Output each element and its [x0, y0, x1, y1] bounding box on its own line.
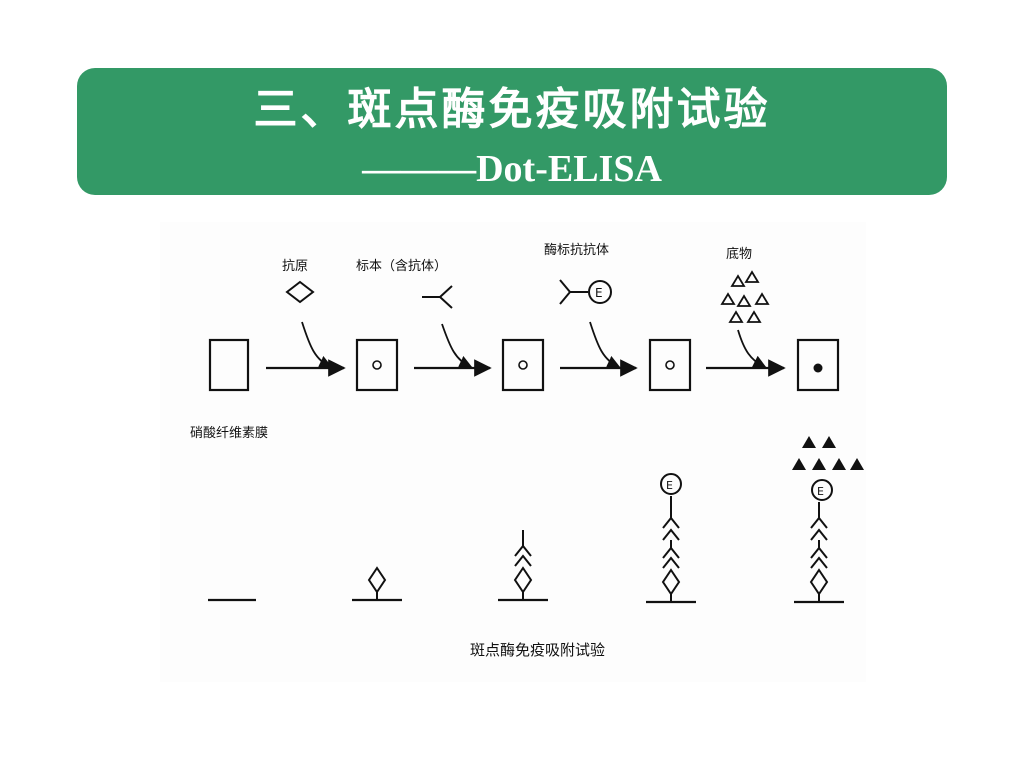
- curved-arrow-2: [441, 323, 474, 369]
- enzyme-letter-top: E: [595, 286, 603, 300]
- stack-antigen: [367, 566, 387, 600]
- figure-caption: 斑点酶免疫吸附试验: [470, 641, 605, 659]
- slide-subtitle: ———Dot-ELISA: [362, 148, 662, 190]
- label-substrate: 底物: [726, 246, 752, 262]
- enzyme-letter-stack-5: E: [817, 485, 824, 498]
- antigen-diamond-icon: [285, 280, 315, 304]
- stack-enzyme-labeled: [660, 473, 682, 602]
- substrate-triangles-icon: [720, 270, 770, 323]
- label-sample: 标本（含抗体）: [356, 258, 447, 274]
- enzyme-letter-stack-4: E: [666, 479, 673, 492]
- label-membrane: 硝酸纤维素膜: [190, 426, 268, 441]
- membrane-square-1: [208, 338, 250, 392]
- label-antigen: 抗原: [282, 259, 308, 274]
- membrane-square-5: [796, 338, 840, 392]
- title-banner: 三、斑点酶免疫吸附试验 ———Dot-ELISA: [77, 68, 947, 195]
- dot-elisa-diagram: 抗原 标本（含抗体） 酶标抗抗体 底物 硝酸纤维素膜 E: [160, 222, 866, 682]
- slide-title: 三、斑点酶免疫吸附试验: [253, 84, 771, 135]
- membrane-square-4: [648, 338, 692, 392]
- label-enzyme-antibody: 酶标抗抗体: [544, 242, 609, 258]
- stack-substrate-reaction: [809, 479, 833, 602]
- curved-arrow-3: [589, 321, 622, 369]
- curved-arrow-1: [301, 321, 334, 369]
- antibody-y-icon: [422, 285, 453, 309]
- diagram-svg: 抗原 标本（含抗体） 酶标抗抗体 底物 硝酸纤维素膜 E: [190, 242, 864, 659]
- membrane-square-3: [501, 338, 545, 392]
- enzyme-labeled-antibody-icon: E: [559, 279, 612, 305]
- curved-arrow-4: [737, 329, 768, 369]
- stack-antigen-antibody: [513, 530, 533, 600]
- product-triangles-icon: [792, 436, 864, 470]
- membrane-square-2: [355, 338, 399, 392]
